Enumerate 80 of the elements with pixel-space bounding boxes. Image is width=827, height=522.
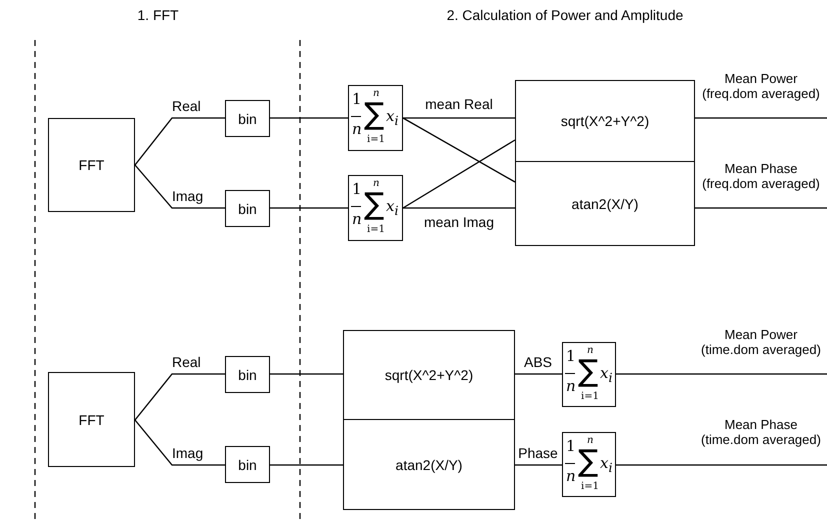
- process-box: [343, 419, 515, 510]
- summand: x$_{i}$: [600, 456, 612, 474]
- upper-limit: n: [373, 89, 380, 99]
- connector-line: [134, 117, 225, 166]
- process-box: [225, 100, 270, 137]
- connector-line: [515, 373, 562, 375]
- process-box: [225, 356, 270, 393]
- sum-sign: ∑: [364, 100, 384, 130]
- process-box: [515, 80, 695, 162]
- edge-label: Real: [172, 98, 201, 114]
- connector-line: [403, 117, 515, 119]
- connector-line: [134, 420, 225, 466]
- mean-formula-box: [348, 85, 403, 151]
- connector-line: [270, 207, 348, 209]
- lower-limit: i=1: [581, 392, 599, 402]
- edge-label: Mean Power (time.dom averaged): [700, 328, 822, 358]
- fraction-denominator: n: [352, 212, 362, 227]
- connector-line: [134, 164, 225, 209]
- summand: x$_{i}$: [386, 199, 398, 218]
- lower-limit: i=1: [581, 482, 599, 492]
- lower-limit: i=1: [367, 225, 385, 235]
- fraction-numerator: 1: [566, 349, 576, 364]
- node-label: bin: [238, 366, 257, 382]
- node-label: bin: [238, 456, 257, 472]
- upper-limit: n: [587, 436, 594, 446]
- process-box: [225, 446, 270, 483]
- lower-limit: i=1: [367, 135, 385, 145]
- fraction-denominator: n: [352, 122, 362, 137]
- edge-label: Imag: [172, 188, 204, 204]
- process-box: [343, 330, 515, 420]
- node-label: FFT: [78, 157, 104, 173]
- edge-label: mean Imag: [424, 214, 494, 230]
- connector-line: [616, 464, 827, 466]
- mean-formula-box: [562, 342, 616, 407]
- edge-label: Mean Phase (freq.dom averaged): [701, 162, 821, 192]
- mean-formula-box: [562, 432, 616, 497]
- section-heading: 2. Calculation of Power and Amplitude: [446, 7, 684, 23]
- connector-line: [402, 139, 516, 209]
- edge-label: Real: [172, 354, 201, 370]
- fraction-numerator: 1: [352, 92, 362, 107]
- summand: x$_{i}$: [386, 109, 398, 128]
- process-box: [48, 372, 135, 467]
- connector-line: [515, 464, 562, 466]
- connector-line: [134, 373, 225, 420]
- sum-sign: ∑: [578, 357, 598, 387]
- section-heading: 1. FFT: [137, 7, 179, 23]
- node-label: sqrt(X^2+Y^2): [384, 367, 474, 383]
- connector-line: [616, 373, 827, 375]
- upper-limit: n: [587, 346, 594, 356]
- node-label: sqrt(X^2+Y^2): [560, 113, 650, 129]
- node-label: bin: [238, 110, 257, 126]
- connector-line: [695, 117, 827, 119]
- summand: x$_{i}$: [600, 366, 612, 384]
- edge-label: mean Real: [425, 96, 493, 112]
- node-label: bin: [238, 200, 257, 216]
- connector-line: [270, 464, 343, 466]
- edge-label: Mean Phase (time.dom averaged): [700, 418, 822, 448]
- fraction-numerator: 1: [352, 182, 362, 197]
- sum-sign: ∑: [364, 190, 384, 220]
- upper-limit: n: [373, 179, 380, 189]
- edge-label: Mean Power (freq.dom averaged): [701, 72, 821, 102]
- fraction-denominator: n: [566, 469, 576, 484]
- edge-label: Imag: [172, 445, 204, 462]
- process-box: [48, 118, 135, 212]
- node-label: atan2(X/Y): [572, 196, 638, 212]
- process-box: [515, 161, 695, 246]
- node-label: atan2(X/Y): [396, 456, 462, 472]
- edge-label: ABS: [524, 354, 552, 370]
- connector-line: [695, 207, 827, 209]
- sum-sign: ∑: [578, 447, 598, 477]
- fraction-denominator: n: [566, 379, 576, 394]
- process-box: [225, 190, 270, 227]
- fraction-numerator: 1: [566, 439, 576, 454]
- connector-line: [270, 117, 348, 119]
- edge-label: Phase: [518, 445, 558, 462]
- connector-line: [403, 207, 515, 209]
- connector-line: [402, 117, 516, 183]
- mean-formula-box: [348, 175, 403, 241]
- node-label: FFT: [78, 412, 104, 428]
- connector-line: [270, 373, 343, 375]
